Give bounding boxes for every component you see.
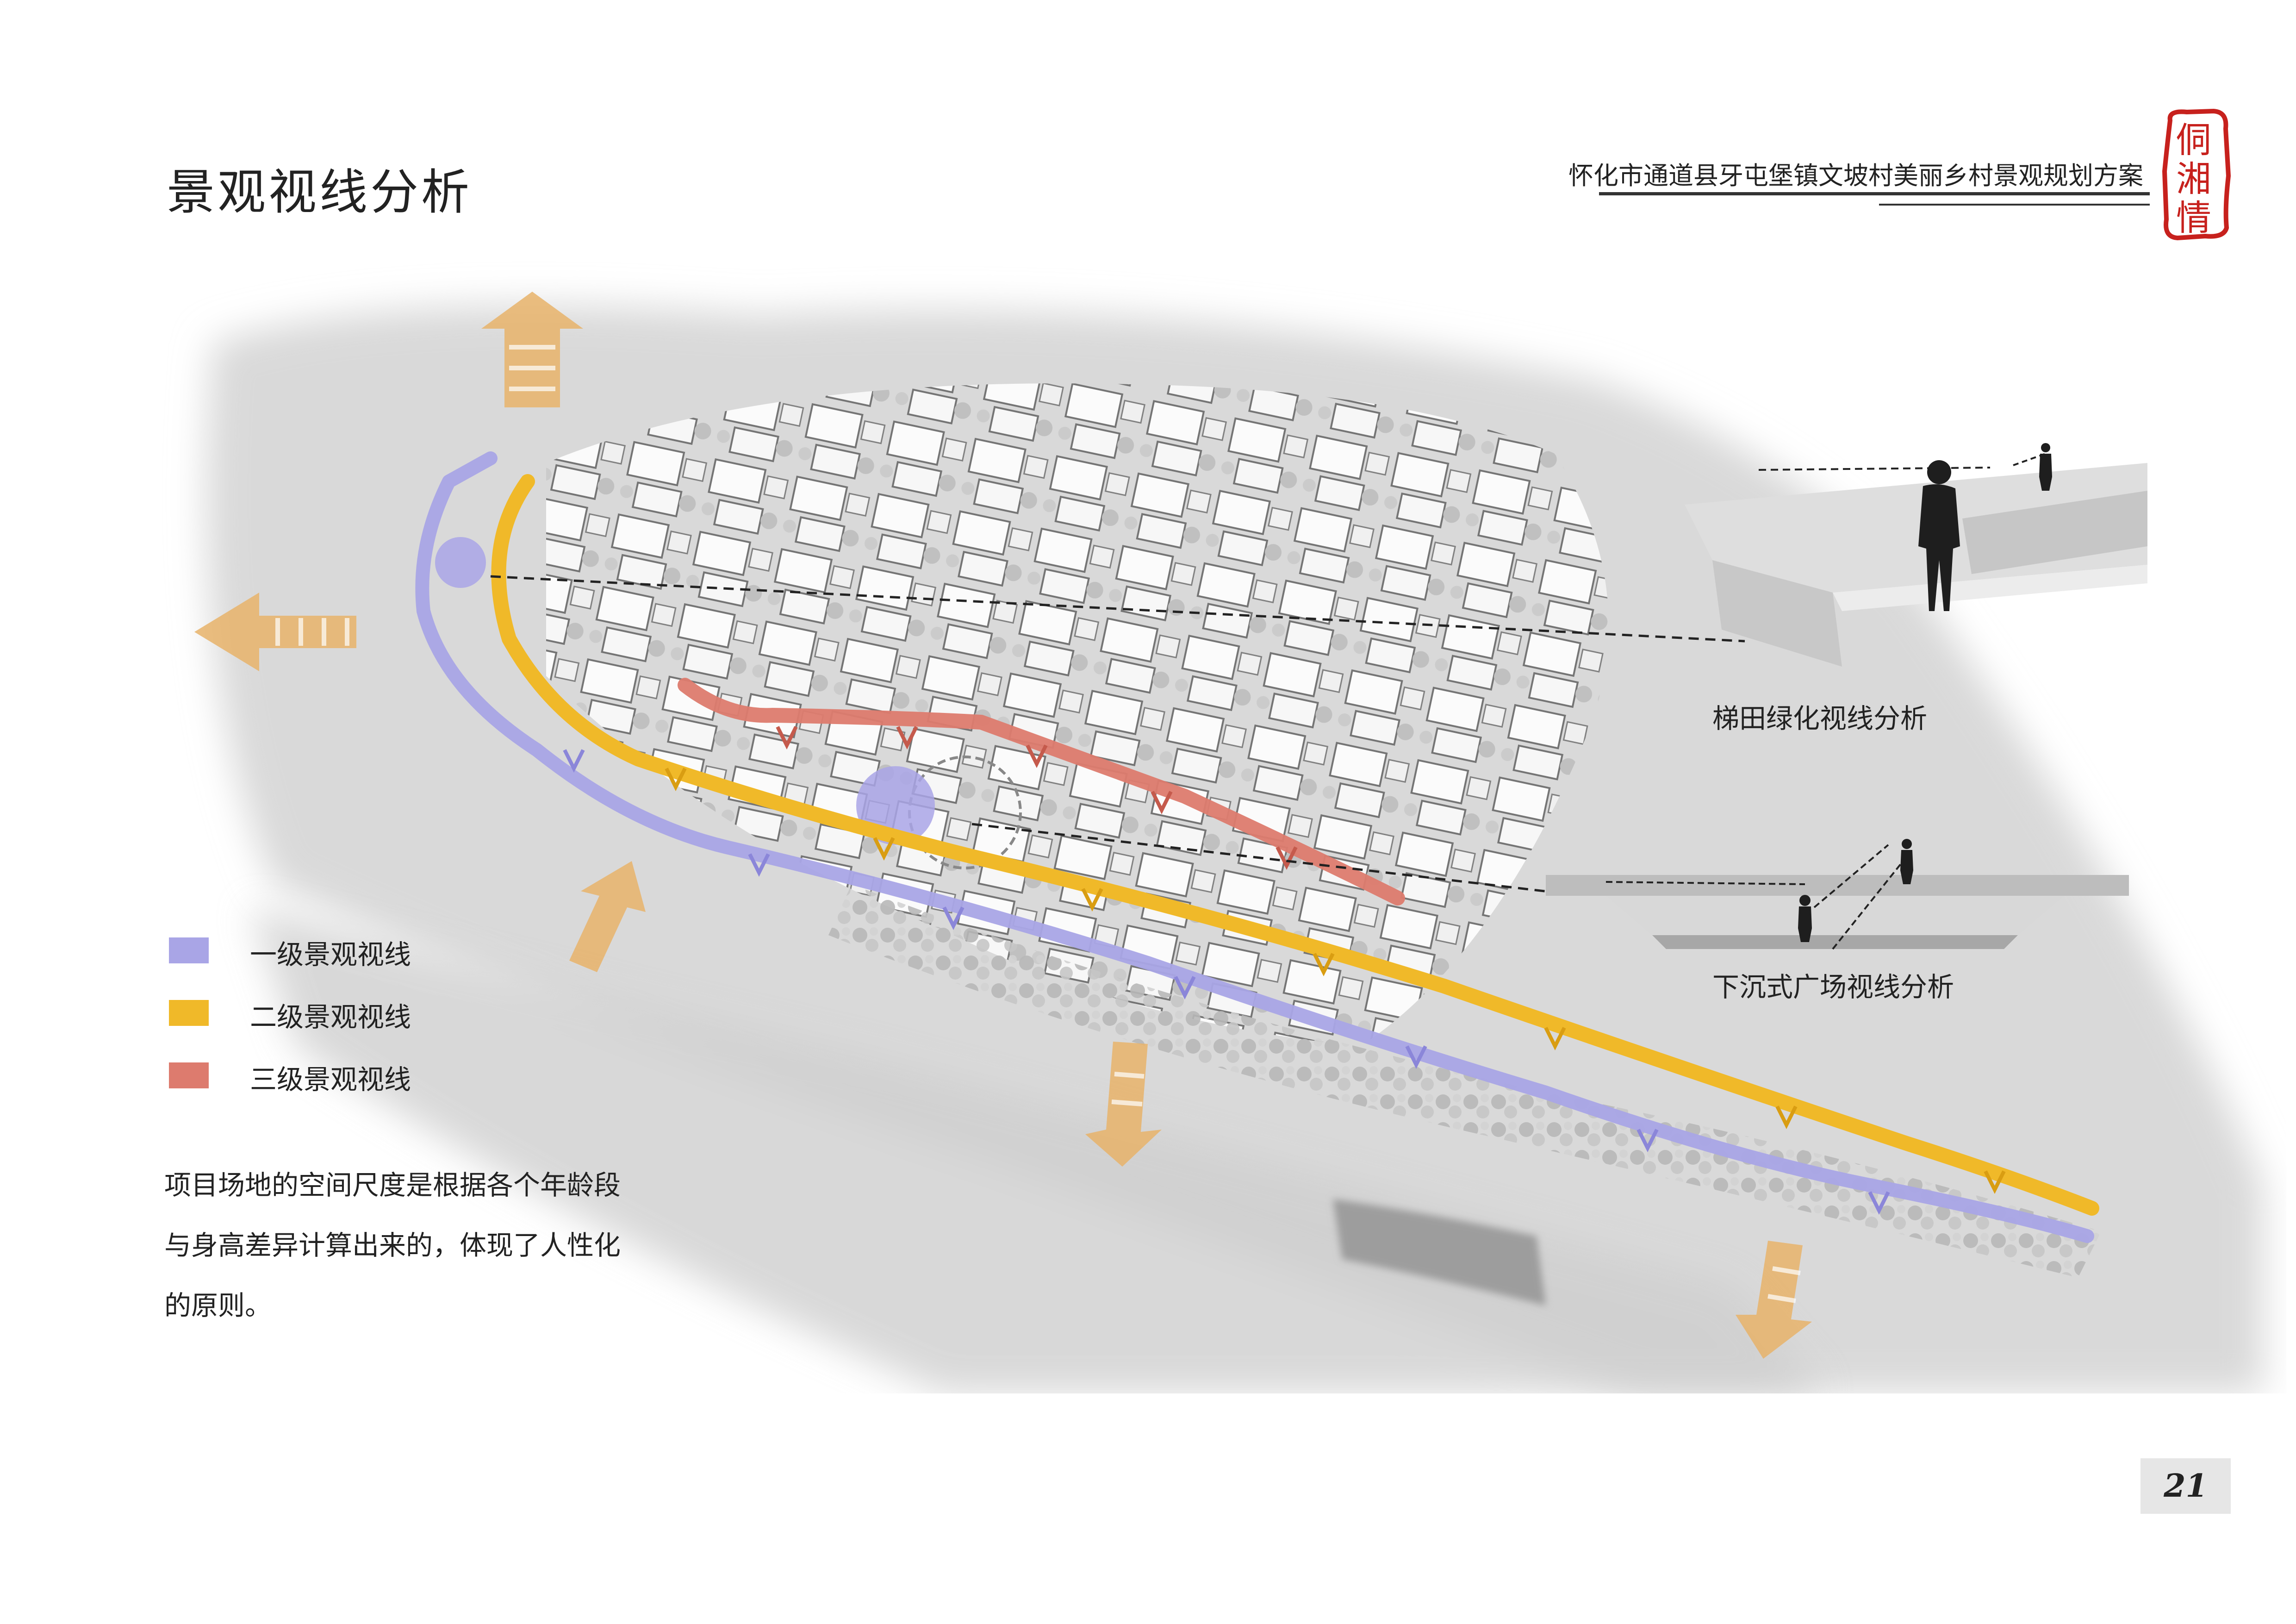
terrace-section-sketch <box>1685 443 2147 667</box>
person-silhouette-icon <box>1900 839 1913 884</box>
legend-label-tertiary: 三级景观视线 <box>250 1064 411 1095</box>
secondary-view-ticks <box>665 768 2006 1194</box>
view-arrow-stripes <box>275 345 1801 1303</box>
description-text: 项目场地的空间尺度是根据各个年龄段 与身高差异计算出来的，体现了人性化 的原则。 <box>164 1155 738 1336</box>
primary-view-line <box>415 451 2094 1243</box>
description-line: 的原则。 <box>164 1290 272 1321</box>
legend-swatch-secondary <box>169 1000 209 1026</box>
village-area <box>546 383 1609 1046</box>
description-line: 项目场地的空间尺度是根据各个年龄段 <box>164 1169 621 1201</box>
person-silhouette-icon <box>1918 460 1960 611</box>
site-plan-map <box>194 292 2263 1393</box>
legend-swatch-primary <box>169 937 209 963</box>
page-number-box: 21 <box>2140 1458 2231 1514</box>
tertiary-view-ticks <box>776 726 1298 870</box>
page-title: 景观视线分析 <box>167 164 473 220</box>
plaza-section-caption: 下沉式广场视线分析 <box>1712 971 1954 1003</box>
person-silhouette-icon <box>2039 443 2052 491</box>
header-rule-short <box>1879 204 2150 206</box>
secondary-view-line <box>491 474 2099 1216</box>
legend-swatch-tertiary <box>169 1062 209 1088</box>
plaza-section-sketch <box>1546 839 2129 950</box>
leader-line-terrace <box>490 575 1745 643</box>
seal-text: 侗湘情 <box>2170 121 2211 238</box>
terrace-section-caption: 梯田绿化视线分析 <box>1712 703 1928 734</box>
legend-label-primary: 一级景观视线 <box>250 939 411 970</box>
tertiary-view-line <box>678 678 1405 906</box>
seal-stamp: 侗湘情 <box>2159 106 2233 241</box>
primary-view-ticks <box>563 749 1890 1215</box>
person-silhouette-icon <box>1798 895 1812 942</box>
viewpoint-circle-north <box>435 537 486 588</box>
river-water <box>1333 1199 1546 1305</box>
description-line: 与身高差异计算出来的，体现了人性化 <box>164 1230 621 1261</box>
tree-belt <box>828 884 2101 1278</box>
seal-border <box>2162 108 2231 241</box>
legend-label-secondary: 二级景观视线 <box>250 1001 411 1033</box>
project-title: 怀化市通道县牙屯堡镇文坡村美丽乡村景观规划方案 <box>1568 161 2143 190</box>
page-number: 21 <box>2164 1468 2208 1505</box>
header-rule-long <box>1599 192 2150 195</box>
